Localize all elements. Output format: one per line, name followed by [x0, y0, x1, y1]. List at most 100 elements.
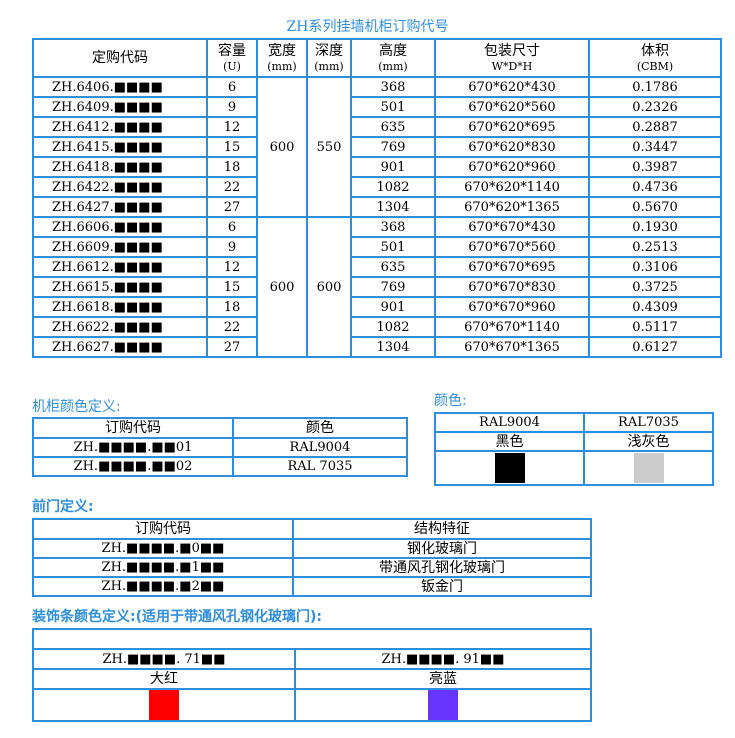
- color-swatch-blue: [428, 691, 458, 719]
- code-cell: ZH.■■■■.■■01: [32, 437, 234, 458]
- page-title: ZH系列挂墙机柜订购代号: [286, 19, 449, 35]
- capacity-cell: 18: [206, 156, 258, 178]
- height-cell: 501: [350, 236, 436, 258]
- pack-cell: 670*620*430: [434, 76, 590, 98]
- pack-cell: 670*670*830: [434, 276, 590, 298]
- header-code: 订购代码: [32, 518, 294, 540]
- cabinet-color-title: 机柜颜色定义:: [32, 399, 121, 415]
- height-cell: 901: [350, 296, 436, 318]
- height-cell: 901: [350, 156, 436, 178]
- code-cell: ZH.6618.■■■■: [32, 296, 208, 318]
- volume-cell: 0.3987: [588, 156, 722, 178]
- color-swatch-black: [494, 453, 525, 483]
- volume-cell: 0.4736: [588, 176, 722, 198]
- code-cell: ZH.■■■■.■2■■: [32, 576, 294, 597]
- capacity-cell: 9: [206, 236, 258, 258]
- pack-cell: 670*620*560: [434, 96, 590, 118]
- table-row: ZH.■■■■.■■01 RAL9004: [32, 437, 408, 458]
- capacity-cell: 9: [206, 96, 258, 118]
- capacity-cell: 22: [206, 176, 258, 198]
- capacity-cell: 27: [206, 196, 258, 218]
- code-cell: ZH.6412.■■■■: [32, 116, 208, 138]
- width-cell: 600: [256, 216, 308, 358]
- height-cell: 635: [350, 256, 436, 278]
- header-code: 订购代码: [32, 417, 234, 439]
- header-height: 高度(mm): [350, 38, 436, 78]
- cabinet-color-table: 订购代码 颜色 ZH.■■■■.■■01 RAL9004 ZH.■■■■.■■0…: [32, 417, 408, 477]
- color-cell: RAL 7035: [232, 456, 408, 477]
- capacity-cell: 18: [206, 296, 258, 318]
- code-cell: ZH.6606.■■■■: [32, 216, 208, 238]
- height-cell: 368: [350, 216, 436, 238]
- header-depth: 深度(mm): [306, 38, 352, 78]
- color-swatch-table: RAL9004 RAL7035 黑色 浅灰色: [434, 412, 714, 486]
- pack-cell: 670*620*695: [434, 116, 590, 138]
- pack-cell: 670*620*830: [434, 136, 590, 158]
- depth-cell: 550: [306, 76, 352, 218]
- ral-code: RAL7035: [583, 412, 714, 433]
- volume-cell: 0.5670: [588, 196, 722, 218]
- trim-color-title: 装饰条颜色定义:(适用于带通风孔钢化玻璃门):: [32, 609, 322, 625]
- code-cell: ZH.■■■■.■1■■: [32, 557, 294, 578]
- color-name: 黑色: [434, 431, 585, 452]
- height-cell: 635: [350, 116, 436, 138]
- code-cell: ZH.■■■■. 71■■: [32, 648, 296, 670]
- volume-cell: 0.3447: [588, 136, 722, 158]
- table-row: ZH.■■■■.■0■■ 钢化玻璃门: [32, 538, 592, 559]
- capacity-cell: 12: [206, 116, 258, 138]
- volume-cell: 0.2513: [588, 236, 722, 258]
- pack-cell: 670*620*960: [434, 156, 590, 178]
- feature-cell: 钣金门: [292, 576, 592, 597]
- volume-cell: 0.1786: [588, 76, 722, 98]
- swatch-cell: [32, 688, 296, 722]
- swatch-cell: [583, 450, 714, 486]
- header-width: 宽度(mm): [256, 38, 308, 78]
- color-cell: RAL9004: [232, 437, 408, 458]
- capacity-cell: 6: [206, 216, 258, 238]
- pack-cell: 670*670*695: [434, 256, 590, 278]
- color-swatch-lightgray: [633, 453, 664, 483]
- code-cell: ZH.■■■■. 91■■: [294, 648, 592, 670]
- header-volume: 体积(CBM): [588, 38, 722, 78]
- table-row: ZH.■■■■.■■02 RAL 7035: [32, 456, 408, 477]
- pack-cell: 670*620*1140: [434, 176, 590, 198]
- volume-cell: 0.4309: [588, 296, 722, 318]
- height-cell: 769: [350, 276, 436, 298]
- capacity-cell: 12: [206, 256, 258, 278]
- color-swatch-red: [149, 691, 179, 719]
- capacity-cell: 15: [206, 136, 258, 158]
- pack-cell: 670*670*430: [434, 216, 590, 238]
- header-capacity: 容量(U): [206, 38, 258, 78]
- volume-cell: 0.6127: [588, 336, 722, 358]
- code-cell: ZH.6415.■■■■: [32, 136, 208, 158]
- capacity-cell: 6: [206, 76, 258, 98]
- volume-cell: 0.1930: [588, 216, 722, 238]
- code-cell: ZH.6622.■■■■: [32, 316, 208, 338]
- code-cell: ZH.6615.■■■■: [32, 276, 208, 298]
- code-cell: ZH.6627.■■■■: [32, 336, 208, 358]
- pack-cell: 670*670*1140: [434, 316, 590, 338]
- front-door-table: 订购代码 结构特征 ZH.■■■■.■0■■ 钢化玻璃门 ZH.■■■■.■1■…: [32, 518, 592, 597]
- height-cell: 1304: [350, 336, 436, 358]
- front-door-title: 前门定义:: [32, 499, 94, 515]
- feature-cell: 钢化玻璃门: [292, 538, 592, 559]
- code-cell: ZH.6609.■■■■: [32, 236, 208, 258]
- code-cell: ZH.6422.■■■■: [32, 176, 208, 198]
- height-cell: 501: [350, 96, 436, 118]
